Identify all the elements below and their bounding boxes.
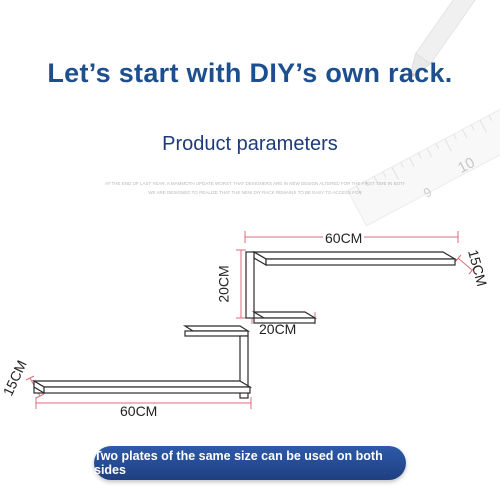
dimension-upper-height: 20CM [215,265,232,303]
headline: Let’s start with DIY’s own rack. [47,58,453,88]
dimension-top-width: 60CM [323,230,365,246]
dimension-middle-width: 20CM [259,321,297,337]
dimension-bottom-width: 60CM [120,403,158,419]
banner-text: Two plates of the same size can be used … [94,449,383,477]
fine-print-line-2: WE ARE DESIGNED TO REALIZE THAT THE NEW … [148,190,362,195]
fine-print-line-1: AT THE END OF LAST YEAR, A MAMMOTH UPDAT… [105,181,405,186]
section-title: Product parameters [162,133,338,155]
info-banner: Two plates of the same size can be used … [94,446,406,480]
